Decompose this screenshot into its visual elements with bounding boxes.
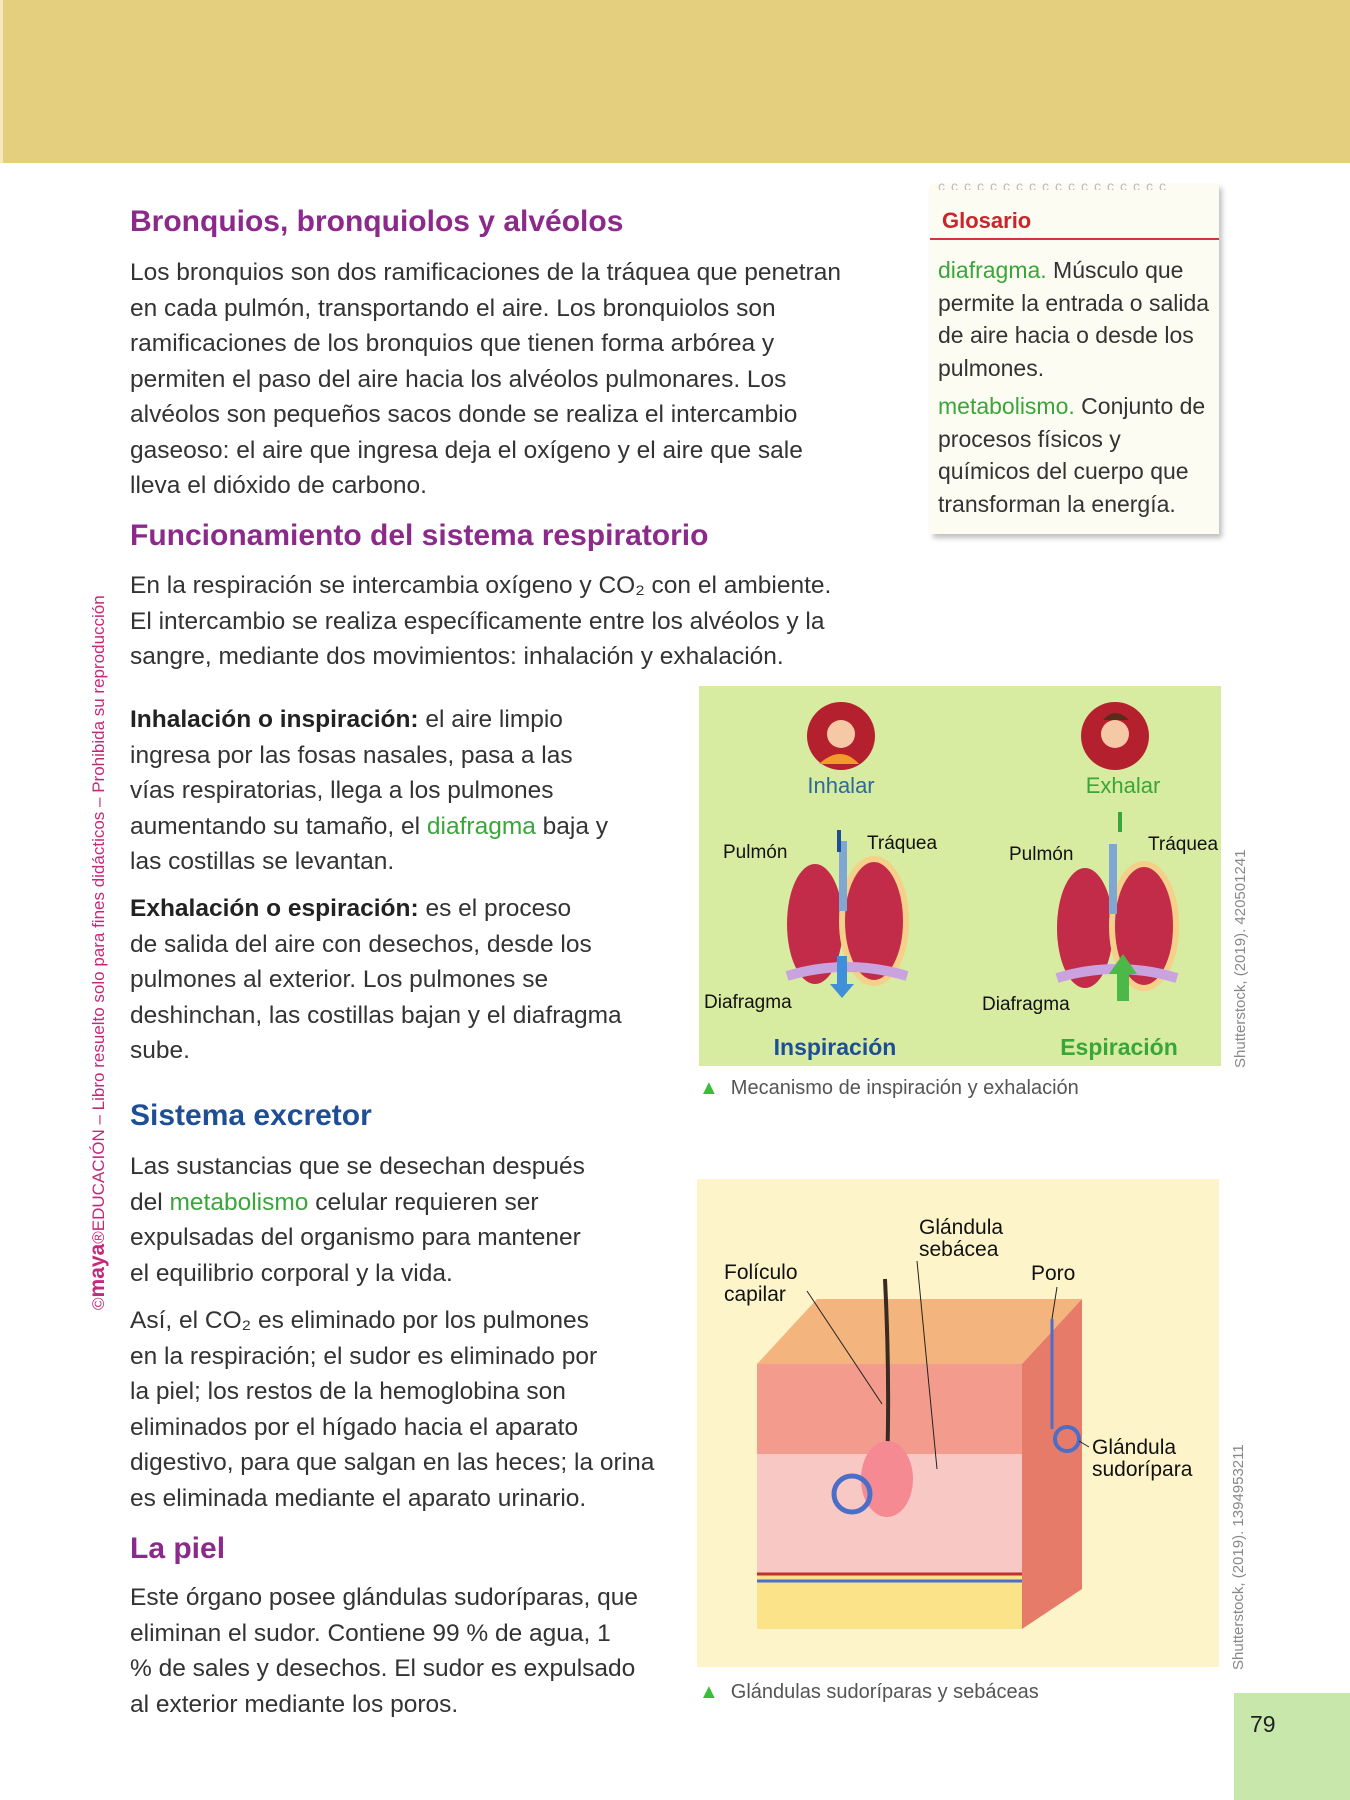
paragraph-piel: Este órgano posee glándulas sudoríparas,…: [130, 1580, 690, 1722]
page-number: 79: [1250, 1711, 1276, 1737]
heading-funcionamiento: Funcionamiento del sistema respiratorio: [130, 519, 709, 552]
lungs-inhale-illustration: [785, 830, 909, 998]
image-credit: Shutterstock, (2019). 1394953211: [1230, 1444, 1247, 1670]
glossary-link-metabolismo[interactable]: metabolismo: [169, 1188, 309, 1216]
figure-caption: ▲ Glándulas sudoríparas y sebáceas: [699, 1681, 1039, 1704]
text-line: digestivo, para que salgan en las heces;…: [130, 1449, 655, 1476]
girl-inhaling-icon: [807, 702, 875, 770]
text-line: alvéolos son pequeños sacos donde se rea…: [130, 401, 798, 428]
text: es el proceso: [418, 895, 572, 922]
text-line: En la respiración se intercambia oxígeno…: [130, 572, 832, 599]
paragraph-respiracion: En la respiración se intercambia oxígeno…: [130, 568, 910, 675]
text-line: la piel; los restos de la hemoglobina so…: [130, 1378, 566, 1405]
text-line: el equilibrio corporal y la vida.: [130, 1259, 453, 1287]
label-inhalar: Inhalar: [807, 773, 874, 798]
text-line: gaseoso: el aire que ingresa deja el oxí…: [130, 436, 803, 464]
label-glandula-sudoripara: Glándula: [1092, 1436, 1176, 1459]
copyright-sidebar: ©maya®EDUCACIÓN – Libro resuelto solo pa…: [86, 595, 109, 1310]
label-traquea-2: Tráquea: [1148, 834, 1218, 855]
text: celular requieren ser: [308, 1188, 539, 1216]
glossary-term: metabolismo.: [938, 393, 1075, 419]
text-line: deshinchan, las costillas bajan y el dia…: [130, 1001, 622, 1029]
divider: [930, 238, 1219, 240]
glossary-entry: diafragma. Músculo que permite la entrad…: [938, 254, 1213, 384]
label-capilar: capilar: [724, 1283, 786, 1306]
text-line: eliminan el sudor. Contiene 99 % de agua…: [130, 1619, 611, 1647]
text-line: al exterior mediante los poros.: [130, 1690, 459, 1718]
glossary-term: diafragma.: [938, 257, 1047, 283]
text-line: pulmones al exterior. Los pulmones se: [130, 966, 549, 993]
label-sudoripara: sudorípara: [1092, 1458, 1193, 1481]
text-line: % de sales y desechos. El sudor es expul…: [130, 1655, 636, 1682]
label-diafragma-2: Diafragma: [982, 994, 1070, 1015]
text-line: en cada pulmón, transportando el aire. L…: [130, 294, 776, 322]
image-credit: Shutterstock, (2019). 420501241: [1232, 849, 1249, 1068]
label-sebacea: sebácea: [919, 1238, 999, 1261]
text-line: Este órgano posee glándulas sudoríparas,…: [130, 1584, 639, 1611]
text-line: Los bronquios son dos ramificaciones de …: [130, 259, 841, 286]
heading-sistema-excretor: Sistema excretor: [130, 1099, 372, 1132]
caption-text: Mecanismo de inspiración y exhalación: [730, 1077, 1079, 1099]
label-glandula-sebacea: Glándula: [919, 1216, 1003, 1239]
glossary-link-diafragma[interactable]: diafragma: [426, 812, 536, 840]
text-line: vías respiratorias, llega a los pulmones: [130, 777, 554, 804]
text-line: ramificaciones de los bronquios que tien…: [130, 330, 775, 357]
text: del: [130, 1188, 170, 1216]
text-line: sangre, mediante dos movimientos: inhala…: [130, 643, 784, 670]
label-pulmon-2: Pulmón: [1009, 844, 1073, 865]
label-poro: Poro: [1031, 1262, 1075, 1285]
glossary-title: Glosario: [942, 208, 1032, 233]
triangle-icon: ▲: [699, 1681, 719, 1703]
figure-caption: ▲ Mecanismo de inspiración y exhalación: [699, 1077, 1079, 1100]
header-band: [0, 0, 1350, 163]
boy-exhaling-icon: [1081, 702, 1149, 770]
text: el aire limpio: [418, 706, 563, 733]
text-line: eliminados por el hígado hacia el aparat…: [130, 1413, 579, 1441]
term-inhalacion: Inhalación o inspiración:: [130, 706, 419, 733]
glossary-definition: Conjunto de procesos físicos y químicos …: [938, 393, 1206, 517]
paragraph-exhalacion: Exhalación o espiración: es el proceso d…: [130, 891, 690, 1069]
glossary-entry: metabolismo. Conjunto de procesos físico…: [938, 390, 1213, 520]
glossary-box: ϲϲϲϲϲϲϲϲϲϲϲϲϲϲϲϲϲϲ Glosario diafragma. M…: [930, 178, 1219, 534]
spiral-binding: ϲϲϲϲϲϲϲϲϲϲϲϲϲϲϲϲϲϲ: [938, 178, 1172, 190]
page-number-box: 79: [1234, 1693, 1350, 1800]
glossary-definition: Músculo que permite la entrada o salida …: [938, 257, 1210, 381]
term-exhalacion: Exhalación o espiración:: [130, 895, 419, 922]
text-line: El intercambio se realiza específicament…: [130, 607, 825, 635]
text: baja y: [535, 812, 609, 840]
text-line: es eliminada mediante el aparato urinari…: [130, 1484, 587, 1512]
caption-text: Glándulas sudoríparas y sebáceas: [730, 1681, 1039, 1703]
paragraph-excretor-1: Las sustancias que se desechan después d…: [130, 1149, 690, 1291]
text-line: permiten el paso del aire hacia los alvé…: [130, 365, 787, 393]
text-line: de salida del aire con desechos, desde l…: [130, 930, 592, 958]
text-line: ingresa por las fosas nasales, pasa a la…: [130, 741, 573, 769]
maya-logo: maya: [86, 1243, 109, 1298]
paragraph-excretor-2: Así, el CO₂ es eliminado por los pulmone…: [130, 1303, 690, 1516]
label-pulmon-1: Pulmón: [723, 842, 787, 863]
paragraph-inhalacion: Inhalación o inspiración: el aire limpio…: [130, 702, 690, 880]
lungs-exhale-illustration: [1055, 812, 1179, 1001]
label-foliculo: Folículo: [724, 1261, 798, 1284]
triangle-icon: ▲: [699, 1077, 719, 1099]
skin-diagram: Folículo capilar Glándula sebácea Poro G…: [697, 1179, 1219, 1667]
text-line: Las sustancias que se desechan después: [130, 1153, 585, 1180]
text-line: en la respiración; el sudor es eliminado…: [130, 1342, 598, 1370]
text-line: Así, el CO₂ es eliminado por los pulmone…: [130, 1307, 589, 1334]
text-line: expulsadas del organismo para mantener: [130, 1224, 581, 1251]
heading-bronquios: Bronquios, bronquiolos y alvéolos: [130, 205, 624, 238]
heading-la-piel: La piel: [130, 1532, 226, 1565]
paragraph-bronquios: Los bronquios son dos ramificaciones de …: [130, 255, 910, 504]
text-line: sube.: [130, 1037, 190, 1064]
breathing-diagram: Inhalar Exhalar Pulmón Tráquea Diafragma…: [699, 686, 1221, 1066]
label-espiracion: Espiración: [1060, 1034, 1178, 1060]
label-traquea-1: Tráquea: [867, 833, 937, 854]
text-line: las costillas se levantan.: [130, 848, 395, 875]
label-inspiracion: Inspiración: [774, 1034, 897, 1060]
skin-cross-section-illustration: [757, 1278, 1082, 1629]
label-exhalar: Exhalar: [1086, 773, 1161, 798]
label-diafragma-1: Diafragma: [704, 992, 792, 1013]
text: aumentando su tamaño, el: [130, 812, 427, 840]
text-line: lleva el dióxido de carbono.: [130, 472, 427, 499]
